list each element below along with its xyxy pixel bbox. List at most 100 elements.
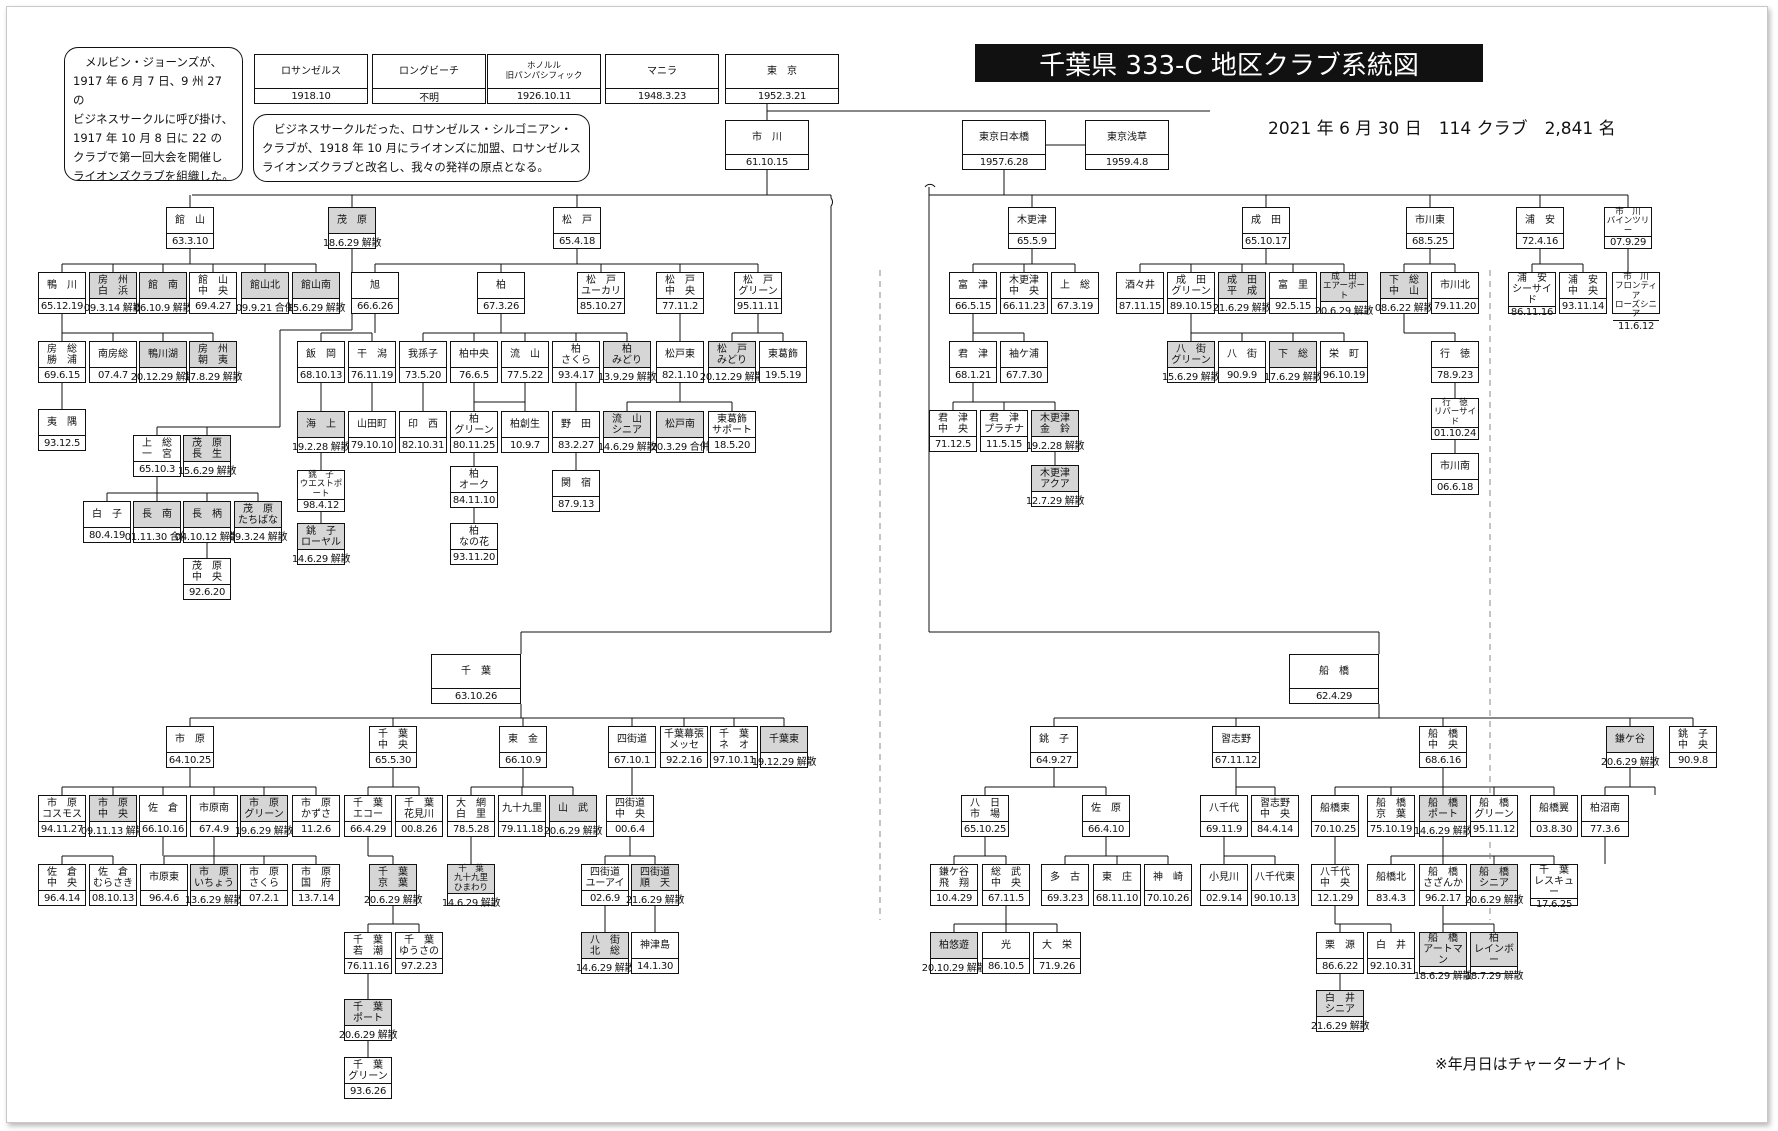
club-name: 酒々井: [1125, 280, 1155, 291]
club-name: 習志野 中 央: [1260, 797, 1290, 820]
charter-date: 62.4.29: [1290, 688, 1378, 703]
note-line: ビジネスサークルに呼び掛け、: [73, 112, 234, 126]
charter-date: 86.11.16: [1509, 306, 1555, 318]
charter-date: 76.11.16: [345, 958, 391, 973]
charter-date: 92.6.20: [184, 584, 230, 599]
club-name: 栄 町: [1329, 349, 1359, 360]
club-name: 君 津 中 央: [938, 412, 968, 435]
charter-date: 76.11.19: [349, 367, 395, 382]
club-name: 四街道 中 央: [615, 797, 645, 820]
club-name: 飯 岡: [306, 349, 336, 360]
charter-date: 66.5.15: [950, 298, 996, 313]
note-line: クラブが、1918 年 10 月にライオンズに加盟、ロサンゼルス: [262, 141, 581, 155]
club-name: 君 津: [958, 349, 988, 360]
club-name: 東 庄: [1102, 872, 1132, 883]
club-name: 八千代: [1209, 803, 1239, 814]
charter-date: 09.11.13 解散: [81, 821, 146, 837]
charter-date: 66.10.16: [140, 821, 186, 836]
charter-date: 1952.3.21: [726, 88, 838, 103]
charter-date: 07.4.7: [90, 367, 136, 382]
club-name: 佐 倉: [148, 803, 178, 814]
club-name: 柏創生: [510, 419, 540, 430]
charter-date: 20.6.29 解散: [339, 1025, 397, 1041]
charter-date: 18.6.29 解散: [1414, 966, 1472, 982]
club-name: 習志野: [1221, 734, 1251, 745]
club-name: 千 葉 若 潮: [353, 934, 383, 957]
club-name: 行 徳 リバーサイド: [1433, 398, 1477, 427]
note-line: 1917 年 6 月 7 日、9 州 27 の: [73, 74, 222, 107]
club-name: 柏 オーク: [459, 468, 489, 491]
charter-date: 07.9.29: [1605, 236, 1651, 248]
club-name: 松 戸 ユーカリ: [581, 274, 621, 297]
club-name: 船 橋 さざんか: [1423, 866, 1463, 889]
charter-date: 21.6.29 解散: [1311, 1016, 1369, 1032]
charter-date: 77.3.6: [1582, 821, 1628, 836]
club-name: 千 葉 グリーン: [348, 1059, 388, 1082]
charter-date: 19.5.19: [760, 367, 806, 382]
charter-date: 14.6.29 解散: [442, 893, 500, 909]
charter-date: 61.10.15: [726, 154, 808, 169]
club-name: 銚 子 ウエストポート: [299, 470, 343, 499]
club-name: 千 葉 京 葉: [370, 865, 416, 890]
club-name: 銚 子 ローヤル: [298, 524, 344, 549]
club-name: 流 山: [510, 349, 540, 360]
charter-date: 94.11.27: [39, 821, 85, 836]
club-name: 市 原: [175, 734, 205, 745]
charter-date: 21.6.29 解散: [1213, 298, 1271, 314]
club-name: 市川南: [1440, 461, 1470, 472]
club-name: 南房総: [98, 349, 128, 360]
club-name: 市 原 コスモス: [42, 797, 82, 820]
charter-date: 79.11.18: [499, 821, 545, 836]
club-name: 東葛飾 サポート: [712, 413, 752, 436]
club-name: 野 田: [561, 419, 591, 430]
club-name: 市 原 かずさ: [301, 797, 331, 820]
club-name: 流 山 シニア: [604, 412, 650, 437]
charter-date: 67.10.1: [609, 752, 655, 767]
charter-date: 82.1.10: [657, 367, 703, 382]
club-name: 房 州 朝 夷: [190, 342, 236, 367]
charter-date: 87.9.13: [553, 496, 599, 511]
club-name: 松 戸 グリーン: [738, 274, 778, 297]
charter-date: 70.10.25: [1312, 821, 1358, 836]
club-name: 長 柄: [184, 502, 230, 527]
charter-date: 90.9.9: [1219, 367, 1265, 382]
club-name: 成 田 エアーポート: [1321, 272, 1367, 302]
club-name: マニラ: [647, 66, 677, 77]
charter-date: 不明: [373, 88, 485, 104]
